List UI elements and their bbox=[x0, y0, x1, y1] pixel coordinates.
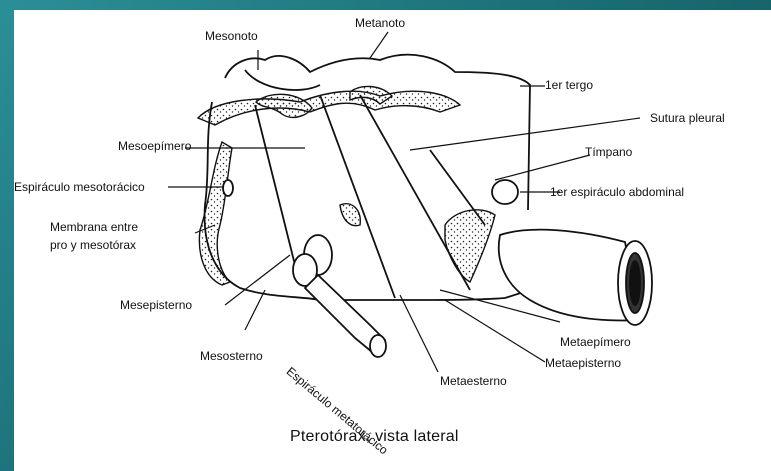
label-timpano: Tímpano bbox=[585, 146, 632, 159]
label-metanoto: Metanoto bbox=[355, 17, 405, 30]
label-espiraculo-mesotoracico: Espiráculo mesotorácico bbox=[14, 181, 145, 194]
label-tergo: 1er tergo bbox=[545, 79, 593, 92]
label-metaepisterno: Metaepisterno bbox=[545, 357, 621, 370]
label-sutura: Sutura pleural bbox=[650, 112, 725, 125]
diagram-caption: Pterotórax, vista lateral bbox=[290, 428, 459, 446]
label-mesoepimero: Mesoepímero bbox=[118, 140, 191, 153]
label-mesepisterno: Mesepisterno bbox=[120, 299, 192, 312]
label-membrana-line-1: Membrana entre bbox=[50, 221, 138, 234]
abdomen-tube bbox=[499, 230, 652, 325]
label-mesosterno: Mesosterno bbox=[200, 350, 263, 363]
label-metaesterno: Metaesterno bbox=[440, 375, 507, 388]
label-mesonoto: Mesonoto bbox=[205, 30, 258, 43]
label-espiraculo-abdominal: 1er espiráculo abdominal bbox=[550, 186, 684, 199]
label-metaepimero: Metaepímero bbox=[560, 336, 631, 349]
membrane-stipple bbox=[198, 86, 495, 285]
label-membrana-line-2: pro y mesotórax bbox=[50, 239, 136, 252]
